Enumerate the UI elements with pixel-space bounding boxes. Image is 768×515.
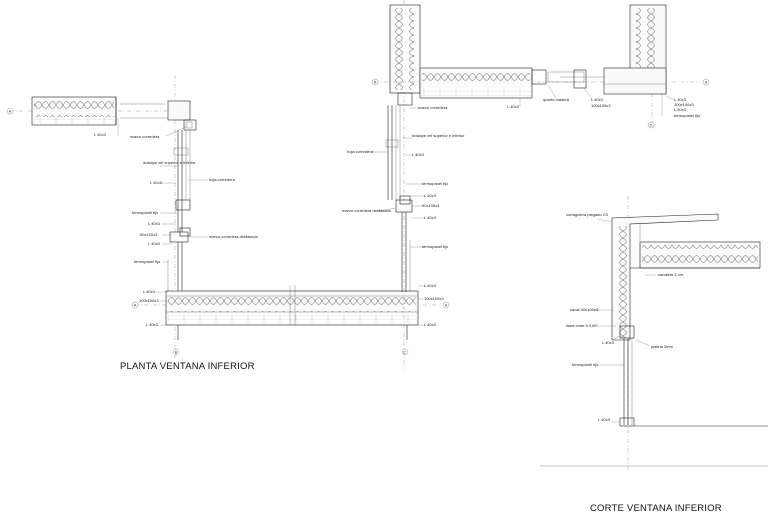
plan-top-wall: A A D xyxy=(371,4,710,129)
label-l40-a: L 40x3 xyxy=(150,180,163,185)
label-l40-e: L 40x3 xyxy=(146,322,159,327)
plan-left-wall: A L 40x3 xyxy=(6,96,170,137)
label-l40-b: L 40x3 xyxy=(148,221,161,226)
label-l40-d: L 40x3 xyxy=(143,289,156,294)
label-termopanel-4: termopanel fijo xyxy=(422,244,449,249)
plan-right-annotations: marco corredera doslape vel superior e i… xyxy=(342,105,465,249)
label-canaleta: canaleta 3 cm xyxy=(658,272,684,277)
section-annotations: cortagotera plegado C3 canaleta 3 cm can… xyxy=(566,212,684,423)
label-cortagotera: cortagotera plegado C3 xyxy=(566,212,609,217)
label-l40-l: L 40x3 xyxy=(674,97,687,102)
axis-label-a-top-right: A xyxy=(705,80,708,85)
label-linea-corte: linea corte h 0,80 xyxy=(566,323,597,328)
axis-label-a-left: A xyxy=(9,109,12,114)
section-title: CORTE VENTANA INFERIOR xyxy=(590,503,722,514)
label-marco-corredera-1: marco corredera xyxy=(130,134,160,139)
label-l40-top: L 40x3 xyxy=(507,104,520,109)
label-section-l40: L 40x3 xyxy=(602,340,615,345)
label-l40-i: L 40x3 xyxy=(424,193,437,198)
axis-label-a-mid: A xyxy=(134,303,137,308)
label-l40-k: L 40x3 xyxy=(591,97,604,102)
label-l40-j: L 40x3 xyxy=(424,215,437,220)
label-section-termopanel: termopanel fijo xyxy=(572,362,599,367)
label-l40-left: L 40x3 xyxy=(94,132,107,137)
label-termopanel-3: termopanel fijo xyxy=(422,181,449,186)
label-l40-g: L 40x3 xyxy=(424,322,437,327)
plan-title: PLANTA VENTANA INFERIOR xyxy=(120,361,255,372)
label-l40-c: L 40x3 xyxy=(148,241,161,246)
plan-bottom-annotations: L 40x3 100x100x3 L 40x3 L 40x3 100x100x3… xyxy=(139,283,444,356)
label-section-l40-low: L 40x3 xyxy=(598,417,611,422)
plan-left-window-column xyxy=(167,75,197,360)
section-drawing xyxy=(540,196,768,470)
axis-label-c: C xyxy=(404,350,407,355)
label-hoja-corredera-2: hoja corredera xyxy=(347,149,374,154)
axis-label-d: D xyxy=(650,123,653,128)
label-termopanel-1: termopanel fijo xyxy=(132,210,159,215)
axis-label-a-top: A xyxy=(374,80,377,85)
label-tubo-2: 100x100x3 xyxy=(139,298,159,303)
label-marco-desfasado-2: marco corredera desfasado xyxy=(342,208,392,213)
label-l40-f: L 40x3 xyxy=(424,283,437,288)
label-tubo-3: 100x100x3 xyxy=(424,296,444,301)
plan-left-annotations: marco corredera doslape vel superior e i… xyxy=(130,125,259,264)
label-marco-desfasado-1: marco corredera desfasado xyxy=(209,234,259,239)
label-platina: platina 3mm xyxy=(651,344,673,349)
label-quarto-madera: quarto madera xyxy=(543,97,570,102)
label-hoja-corredera-1: hoja corredera xyxy=(209,177,236,182)
label-marco-corredera-2: marco corredera xyxy=(418,105,448,110)
label-disolape-2: doslape vel superior e inferior xyxy=(412,133,465,138)
axis-label-a-right: A xyxy=(445,303,448,308)
plan-bottom-wall: A A xyxy=(131,285,450,340)
label-tubo-5: 100x100x3 xyxy=(591,103,611,108)
axis-label-b: B xyxy=(175,350,178,355)
plan-right-window-column xyxy=(385,0,421,370)
label-termopanel-2: termopanel fijo xyxy=(134,259,161,264)
label-tubo-1: 50x100x3 xyxy=(140,232,158,237)
plan-top-annotations: L 40x3 quarto madera L 40x3 100x100x3 L … xyxy=(507,84,701,118)
label-tubo-4: 50x100x3 xyxy=(422,203,440,208)
label-canal: canal 50x100x3 xyxy=(570,307,599,312)
label-termopanel-5: termopanel fijo xyxy=(674,113,701,118)
label-disolape-1: doslape vel superior e inferior xyxy=(143,160,196,165)
label-tubo-6: 100x100x3 xyxy=(674,102,694,107)
label-l40-h: L 40x3 xyxy=(412,152,425,157)
label-l40-m: L 40x3 xyxy=(674,107,687,112)
